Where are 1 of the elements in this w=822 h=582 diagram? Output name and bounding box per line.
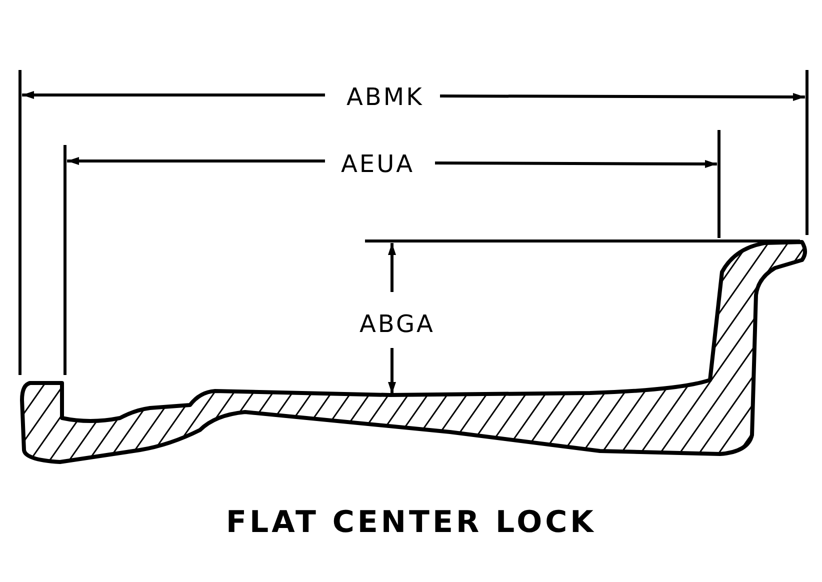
caption: FLAT CENTER LOCK (226, 505, 596, 541)
